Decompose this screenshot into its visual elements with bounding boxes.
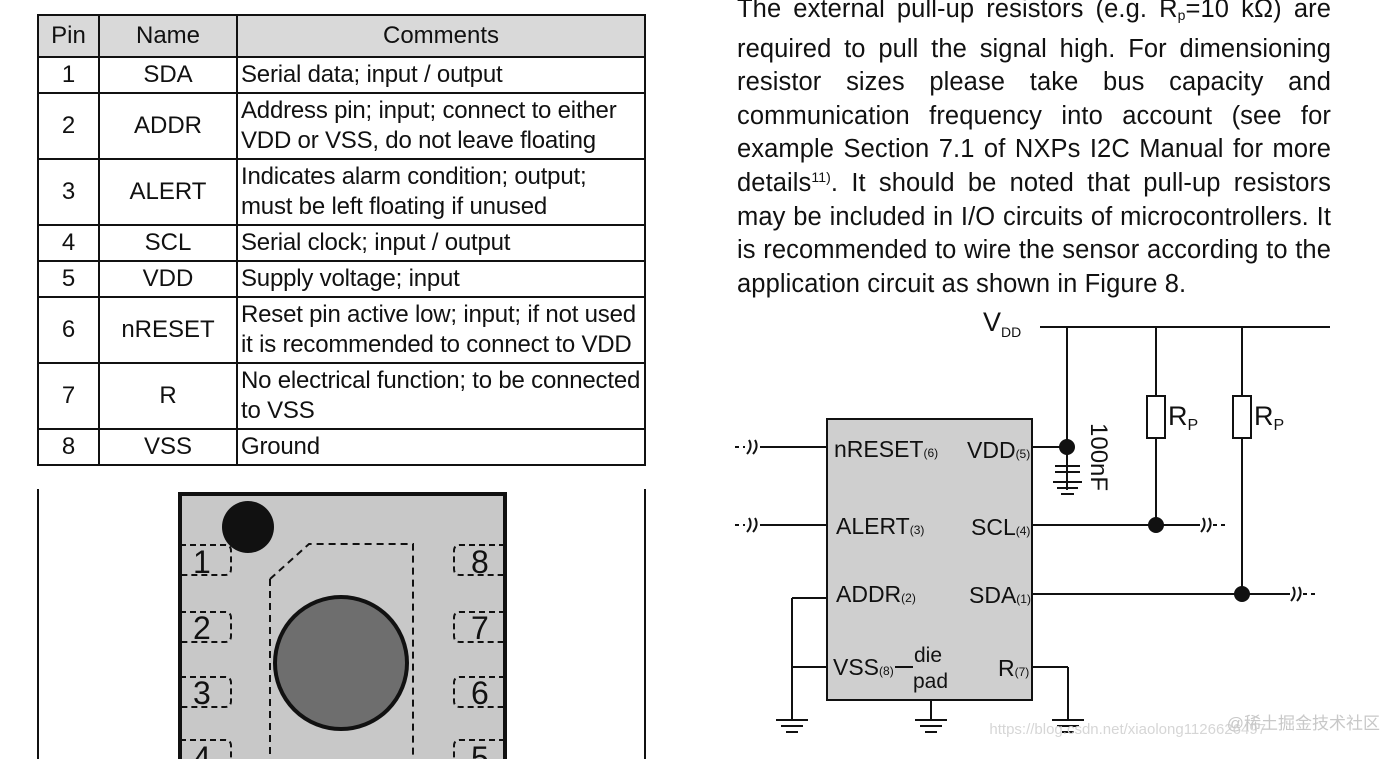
pad-outline <box>180 739 232 759</box>
rp1-label: RP <box>1168 401 1198 434</box>
pad-outline <box>453 739 505 759</box>
pin-comments: Serial clock; input / output <box>236 224 646 262</box>
pin1-marker-dot <box>222 501 274 553</box>
chip-pin-r: R(7) <box>998 655 1029 681</box>
paragraph-text-1: The external pull-up resistors (e.g. R <box>737 0 1178 23</box>
pad-number-7: 7 <box>471 610 489 646</box>
pin-name: VSS <box>98 428 238 466</box>
pin-number: 7 <box>37 362 100 430</box>
site-watermark: @稀土掘金技术社区 <box>1226 714 1380 733</box>
alert-break-icon <box>746 517 758 533</box>
pin-name: nRESET <box>98 296 238 364</box>
chip-pin-sda: SDA(1) <box>969 582 1031 608</box>
pin-number: 5 <box>37 260 100 298</box>
pin-number: 8 <box>37 428 100 466</box>
paragraph-text-2: =10 kΩ) are required to pull the signal … <box>737 0 1331 197</box>
pad-outline <box>453 611 505 643</box>
chip-pin-alert: ALERT(3) <box>836 513 924 539</box>
vdd-label: VDD <box>983 307 1021 340</box>
sensor-opening <box>273 595 409 731</box>
chip-pin-scl: SCL(4) <box>971 514 1030 540</box>
pad-number-8: 8 <box>471 544 489 580</box>
pin-number: 1 <box>37 56 100 94</box>
pad-outline <box>453 676 505 708</box>
pin-comments: Reset pin active low; input; if not used… <box>236 296 646 364</box>
pad-number-6: 6 <box>471 675 489 711</box>
pad-number-3: 3 <box>193 675 211 711</box>
pin-number: 3 <box>37 158 100 226</box>
header-name: Name <box>98 14 238 58</box>
pin-name: R <box>98 362 238 430</box>
table-row: 2 ADDR Address pin; input; connect to ei… <box>37 92 646 160</box>
package-drawing-frame: 1 2 3 4 8 7 6 5 <box>37 489 646 759</box>
rp1-resistor <box>1146 395 1166 439</box>
table-header-row: Pin Name Comments <box>37 14 646 58</box>
pin-name: VDD <box>98 260 238 298</box>
application-paragraph: The external pull-up resistors (e.g. Rp=… <box>737 0 1331 301</box>
url-watermark: https://blog.csdn.net/xiaolong1126626497 <box>989 721 1266 738</box>
chip-pin-addr: ADDR(2) <box>836 581 916 607</box>
junction-dot <box>1234 586 1250 602</box>
pad-outline <box>180 676 232 708</box>
footnote-marker: 11) <box>811 168 831 185</box>
table-row: 1 SDA Serial data; input / output <box>37 56 646 94</box>
die-pad-outline <box>269 543 414 759</box>
paragraph-text-3: . It should be noted that pull-up resist… <box>737 168 1331 298</box>
chip-pin-vdd: VDD(5) <box>967 437 1030 463</box>
table-row: 7 R No electrical function; to be connec… <box>37 362 646 430</box>
pin-number: 2 <box>37 92 100 160</box>
pin-comments: Address pin; input; connect to either VD… <box>236 92 646 160</box>
die-pad-label-2: pad <box>913 670 948 693</box>
cap-label: 100nF <box>1085 423 1112 491</box>
pin-table: Pin Name Comments 1 SDA Serial data; inp… <box>37 14 646 466</box>
header-comments: Comments <box>236 14 646 58</box>
pin-name: ADDR <box>98 92 238 160</box>
header-pin: Pin <box>37 14 100 58</box>
nreset-break-icon <box>746 439 758 455</box>
pin-name: SDA <box>98 56 238 94</box>
pad-number-2: 2 <box>193 610 211 646</box>
pad-outline <box>180 611 232 643</box>
table-row: 8 VSS Ground <box>37 428 646 466</box>
pin-name: SCL <box>98 224 238 262</box>
table-row: 3 ALERT Indicates alarm condition; outpu… <box>37 158 646 226</box>
die-pad-label-1: die <box>914 644 942 667</box>
pad-number-1: 1 <box>193 544 211 580</box>
pin-comments: Ground <box>236 428 646 466</box>
junction-dot <box>1148 517 1164 533</box>
pad-outline <box>180 544 232 576</box>
junction-dot <box>1059 439 1075 455</box>
scl-break-icon <box>1200 517 1212 533</box>
pin-comments: Indicates alarm condition; output; must … <box>236 158 646 226</box>
pin-comments: Serial data; input / output <box>236 56 646 94</box>
chip-pin-vss: VSS(8) <box>833 654 894 680</box>
table-row: 5 VDD Supply voltage; input <box>37 260 646 298</box>
chip-pin-nreset: nRESET(6) <box>834 436 938 462</box>
pin-number: 6 <box>37 296 100 364</box>
sda-break-icon <box>1290 586 1302 602</box>
table-row: 6 nRESET Reset pin active low; input; if… <box>37 296 646 364</box>
package-drawing: 1 2 3 4 8 7 6 5 <box>178 492 507 759</box>
table-row: 4 SCL Serial clock; input / output <box>37 224 646 262</box>
sensor-chip <box>826 418 1033 701</box>
rp2-resistor <box>1232 395 1252 439</box>
pin-number: 4 <box>37 224 100 262</box>
pin-comments: No electrical function; to be connected … <box>236 362 646 430</box>
pin-name: ALERT <box>98 158 238 226</box>
rp2-label: RP <box>1254 401 1284 434</box>
paragraph-subscript: p <box>1177 7 1186 23</box>
pin-comments: Supply voltage; input <box>236 260 646 298</box>
pad-outline <box>453 544 505 576</box>
